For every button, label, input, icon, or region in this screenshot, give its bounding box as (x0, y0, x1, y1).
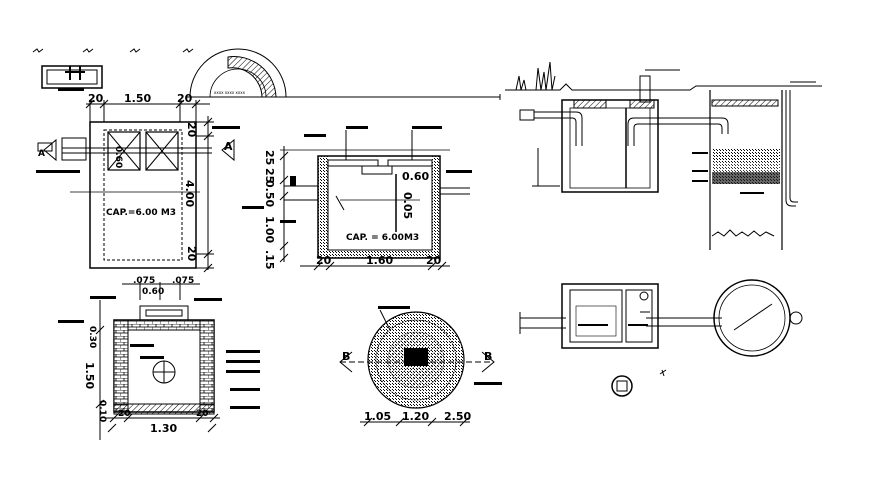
dim-long-pipe-a: 0.60 (402, 170, 429, 183)
dim-pit-right: 2.50 (444, 410, 471, 423)
dim-plan-right-length: 4.00 (183, 180, 196, 207)
dim-long-right-wall: 20 (426, 254, 442, 267)
dim-cross-top-mid: 0.60 (142, 287, 164, 297)
dim-long-left-wall: 20 (316, 254, 332, 267)
small-detail-top-left (32, 48, 194, 91)
plan-capacity-label: CAP.=6.00 M3 (106, 208, 176, 218)
plan-view: 20 1.50 20 0.60 CAP.=6.00 M3 20 4.00 20 (36, 92, 240, 273)
dim-long-base: .15 (263, 250, 276, 270)
dim-cross-bottom-r: 20 (196, 409, 209, 419)
dim-long-mid: 0.50 (263, 180, 276, 207)
system-plan (519, 279, 803, 397)
dim-pit-left: 1.05 (364, 410, 391, 423)
dim-plan-bottom-right: 20 (185, 246, 198, 262)
plan-section-mark-right: A (224, 140, 233, 153)
plan-section-mark-left: A (38, 149, 45, 159)
dim-long-depth: 1.00 (263, 216, 276, 243)
dim-plan-top-wall-left: 20 (88, 92, 104, 105)
dim-plan-interior-a: 0.60 (113, 146, 123, 168)
cross-section: .075 .075 0.60 0.30 1.50 0.10 20 (58, 276, 260, 440)
dim-long-top1: 25 (263, 150, 276, 165)
dim-cross-bottom-l: 20 (118, 409, 131, 419)
dim-cross-top-l: .075 (133, 276, 155, 286)
dim-long-pipe-b: 0.05 (401, 192, 414, 219)
dim-plan-top-width: 1.50 (124, 92, 151, 105)
pit-section-mark-right: B (484, 350, 492, 363)
dim-plan-right-top: 20 (185, 122, 198, 138)
dim-plan-top-wall-right: 20 (177, 92, 193, 105)
long-capacity-label: CAP. = 6.00M3 (346, 233, 419, 243)
semicircle-detail: xxxx xxxx xxxx (186, 48, 501, 100)
svg-text:xxxx xxxx xxxx: xxxx xxxx xxxx (214, 90, 246, 95)
dim-cross-base: 0.10 (97, 400, 107, 422)
long-section: 25 25 0.50 1.00 .15 20 1.60 20 0.60 0.05… (242, 126, 472, 271)
pit-section-mark-left: B (342, 350, 350, 363)
dim-cross-height: 1.50 (83, 362, 96, 389)
system-elevation (505, 61, 822, 250)
dim-pit-mid: 1.20 (402, 410, 429, 423)
dim-cross-top-r: .075 (172, 276, 194, 286)
dim-long-inner-width: 1.60 (366, 254, 393, 267)
circular-pit: B B 1.05 1.20 2.50 (339, 306, 502, 427)
dim-cross-slab: 0.30 (87, 326, 97, 348)
dim-long-top2: 25 (263, 168, 276, 183)
dim-cross-bottom-mid: 1.30 (150, 422, 177, 435)
